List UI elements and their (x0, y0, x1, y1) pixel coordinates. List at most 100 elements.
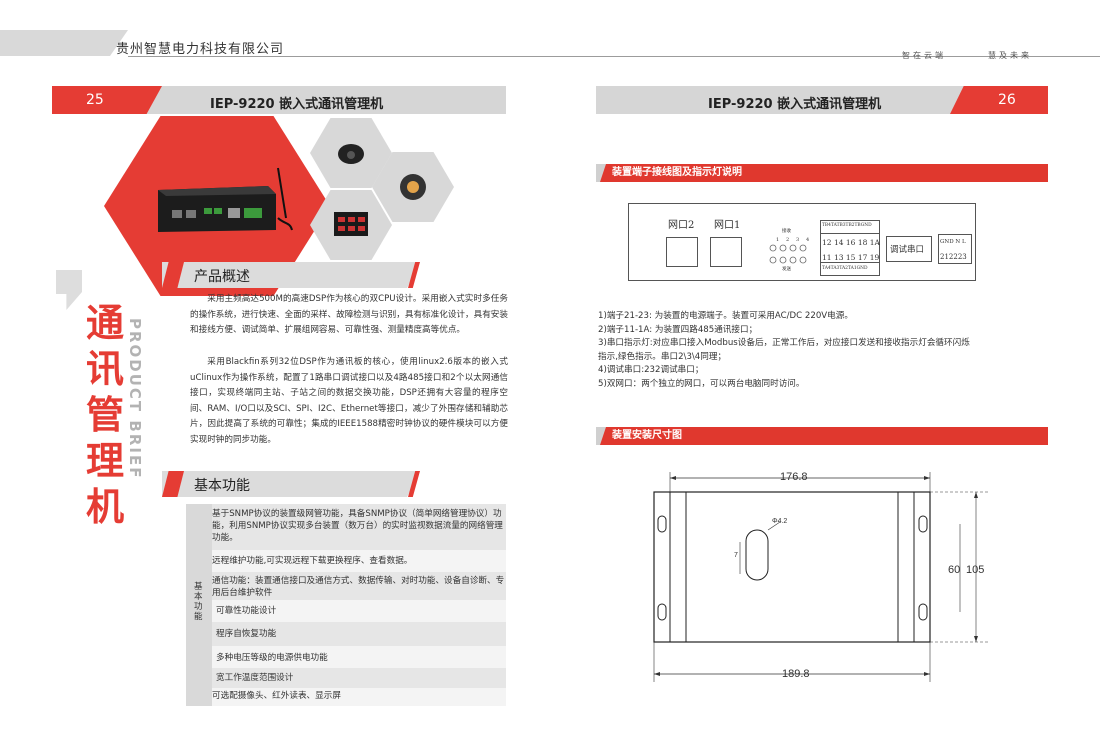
power-number: 21 (940, 253, 949, 261)
power-labels: GND N L (940, 239, 966, 245)
power-label: N (955, 239, 961, 245)
function-row-bg (212, 668, 506, 688)
terminal-block-485 (820, 220, 880, 276)
bottom-width-label: 189.8 (782, 668, 810, 680)
terminal-divider (820, 262, 880, 263)
right-page-number-tab (950, 86, 1048, 114)
function-row-bg (212, 550, 506, 572)
side-title: 通 讯 管 理 机 (86, 300, 126, 530)
quote-mark (56, 270, 82, 310)
company-name: 贵州智慧电力科技有限公司 (116, 42, 285, 57)
height-outer-label: 105 (966, 564, 985, 576)
power-label: GND (940, 239, 954, 245)
note-item: 5)双网口：两个独立的网口，可以两台电脑同时访问。 (598, 378, 805, 389)
terminal-label: TB3 (836, 223, 846, 228)
dimension-drawing (640, 462, 1000, 692)
functions-heading-text: 基本功能 (194, 478, 250, 494)
top-width-label: 176.8 (780, 471, 808, 483)
terminal-number: 19 (869, 253, 880, 262)
terminal-labels-top: TB4TATB3TB2TBGND (822, 223, 872, 228)
function-row-bg (212, 600, 506, 622)
terminal-numbers-top: 12 14 16 18 1A (822, 238, 880, 247)
function-row: 宽工作温度范围设计 (216, 673, 294, 683)
net-port-2-label: 网口2 (668, 220, 695, 231)
function-row: 程序自恢复功能 (216, 629, 277, 639)
terminal-label: TA2 (839, 266, 848, 271)
debug-serial-port (886, 236, 932, 262)
overview-paragraph-2: 采用Blackfin系列32位DSP作为通讯板的核心，使用linux2.6版本的… (190, 357, 508, 445)
terminal-label: GND (856, 266, 868, 271)
terminal-label: TB (854, 223, 861, 228)
wiring-section-title: 装置端子接线图及指示灯说明 (612, 167, 742, 178)
side-title-char: 通 (86, 301, 125, 345)
dimension-section-bar: 装置安装尺寸图 (596, 427, 1048, 445)
wiring-notes: 1)端子21-23: 为装置的电源端子。装置可采用AC/DC 220V电源。 2… (598, 310, 978, 392)
hole-diameter-label: Φ4.2 (772, 518, 788, 525)
heading-bg (162, 262, 420, 288)
terminal-number: 17 (857, 253, 868, 262)
side-title-char: 管 (86, 393, 125, 437)
device-image (150, 166, 294, 236)
terminal-number: 11 (822, 253, 832, 262)
side-title-char: 理 (86, 439, 125, 483)
heading-accent (162, 471, 184, 497)
power-number: 23 (957, 253, 967, 261)
terminal-divider (820, 233, 880, 234)
terminal-label: TB2 (845, 223, 855, 228)
function-row: 可选配摄像头、红外读表、显示屏 (212, 691, 341, 701)
power-number: 22 (948, 253, 958, 261)
function-row-bg (212, 504, 506, 550)
side-subtitle: PRODUCT BRIEF (126, 318, 144, 480)
function-row-bg (212, 622, 506, 646)
functions-heading: 基本功能 (162, 471, 420, 497)
led-number: 1 (776, 237, 780, 243)
left-page-number: 25 (86, 92, 104, 108)
note-item: 3)串口指示灯:对应串口接入Modbus设备后，正常工作后，对应接口发送和接收指… (598, 338, 970, 362)
terminal-number: 18 (857, 238, 868, 247)
dimension-section-title: 装置安装尺寸图 (612, 430, 682, 441)
function-row-bg (212, 646, 506, 668)
terminal-number: 1A (869, 238, 880, 247)
terminal-label: TB4 (822, 223, 831, 228)
led-number: 2 (786, 237, 790, 243)
terminal-label: TA3 (830, 266, 840, 271)
side-title-char: 讯 (86, 347, 125, 391)
header-white-tab (110, 30, 1100, 56)
led-top-label: 接收 (782, 229, 791, 234)
dome-camera-icon (336, 140, 366, 166)
terminal-number: 13 (833, 253, 844, 262)
power-numbers: 212223 (940, 253, 967, 261)
heading-accent (162, 262, 184, 288)
note-item: 1)端子21-23: 为装置的电源端子。装置可采用AC/DC 220V电源。 (598, 311, 853, 321)
slogan-part-1: 智在云端 (902, 51, 946, 60)
terminal-number: 16 (845, 238, 856, 247)
slogan-part-2: 慧及未来 (988, 51, 1032, 60)
note-item: 4)调试串口:232调试串口； (598, 365, 704, 376)
overview-paragraph-1: 采用主频高达500M的高速DSP作为核心的双CPU设计。采用嵌入式实时多任务的操… (190, 294, 508, 335)
terminal-label: TA1 (847, 266, 857, 271)
header-rule (128, 56, 1100, 57)
power-terminal (938, 234, 972, 264)
terminal-number: 14 (833, 238, 844, 247)
terminal-labels-bottom: TA4TA3TA2TA1GND (822, 266, 868, 271)
side-title-char: 机 (86, 485, 125, 529)
function-row: 通信功能：装置通信接口及通信方式、数据传输、对时功能、设备自诊断、专用后台维护软… (212, 576, 505, 598)
terminal-number: 15 (845, 253, 856, 262)
function-row-bg (212, 688, 506, 706)
led-number: 3 (796, 237, 800, 243)
overview-heading-text: 产品概述 (194, 269, 250, 285)
function-row: 可靠性功能设计 (216, 606, 277, 616)
wiring-section-bar: 装置端子接线图及指示灯说明 (596, 164, 1048, 182)
function-row: 基于SNMP协议的装置级网管功能，具备SNMP协议（简单网络管理协议）功能，利用… (212, 509, 503, 543)
functions-label-cell: 基本功能 (186, 504, 212, 706)
net-port-1-label: 网口1 (714, 220, 741, 231)
net-port-2 (666, 237, 698, 267)
terminal-diagram (628, 203, 976, 281)
terminal-numbers-bottom: 11 13 15 17 19 (822, 253, 879, 262)
terminal-label: TA4 (822, 266, 831, 271)
led-number: 4 (806, 237, 810, 243)
indicator-leds (768, 244, 814, 268)
bar-notch (596, 164, 606, 182)
function-row-bg (212, 572, 506, 600)
led-bottom-label: 发送 (782, 267, 791, 272)
